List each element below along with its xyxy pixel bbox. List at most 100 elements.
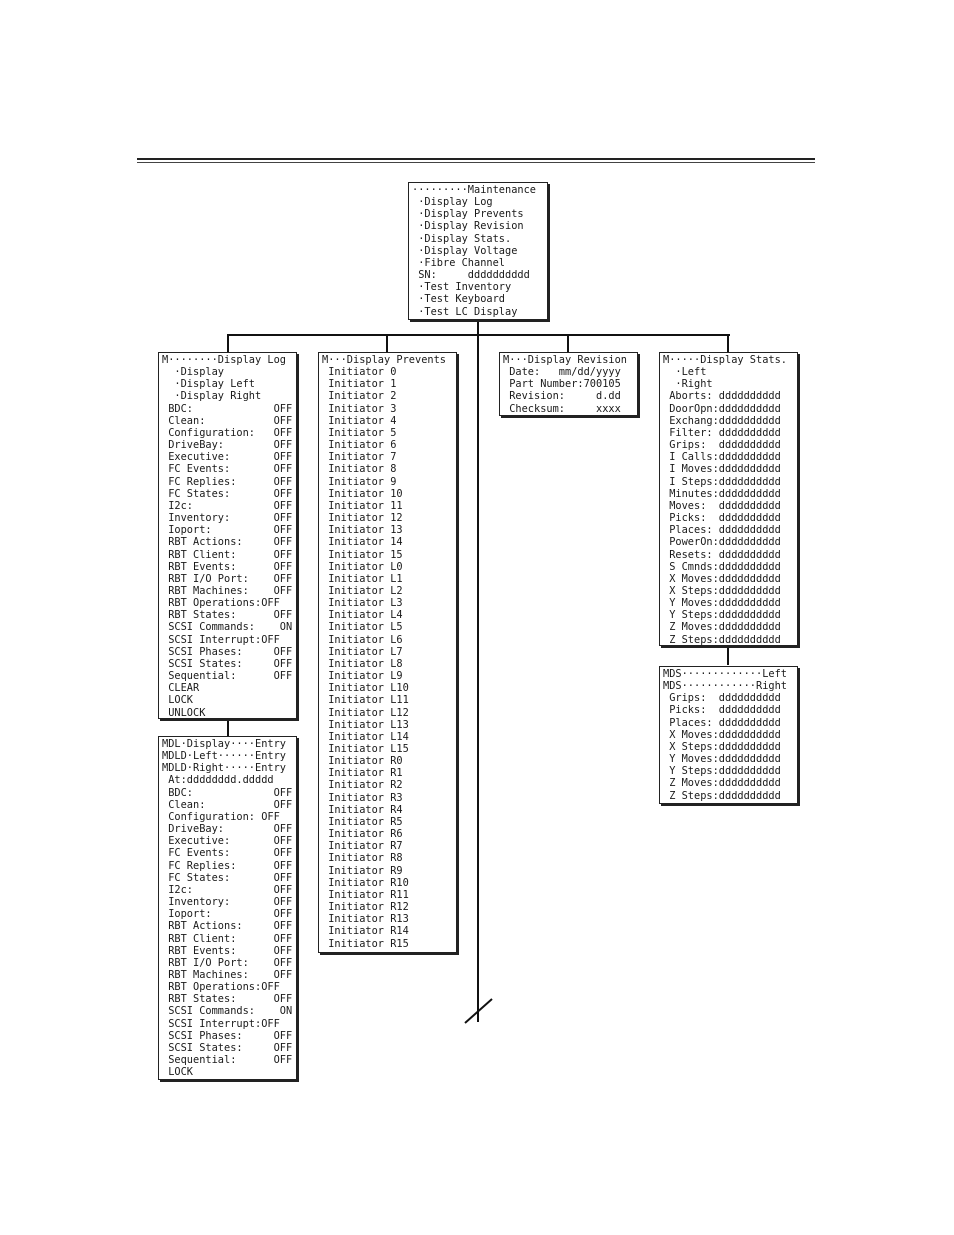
menu-line: Initiator 11 (322, 499, 403, 512)
menu-line: Initiator R9 (322, 864, 403, 877)
menu-line: Initiator 5 (322, 426, 397, 439)
header-rule-thick (137, 158, 815, 160)
menu-line: MDS············Right (663, 680, 787, 693)
menu-line: Revision: d.dd (503, 390, 621, 403)
menu-line: RBT Events: OFF (162, 560, 293, 573)
menu-line: RBT Operations:OFF (162, 981, 280, 994)
menu-line: Initiator 12 (322, 512, 403, 525)
menu-line: Moves: dddddddddd (663, 499, 781, 512)
menu-line: Initiator R4 (322, 803, 403, 816)
menu-line: SN: dddddddddd (412, 269, 530, 282)
menu-line: Initiator R6 (322, 828, 403, 841)
menu-line: Initiator R3 (322, 791, 403, 804)
menu-line: Sequential: OFF (162, 670, 293, 683)
menu-line: Initiator L12 (322, 706, 409, 719)
menu-line: Grips: dddddddddd (663, 692, 781, 705)
menu-line: Initiator L9 (322, 670, 403, 683)
menu-line: FC States: OFF (162, 871, 293, 884)
menu-line: CLEAR (162, 682, 200, 695)
menu-line: ·Display Stats. (412, 232, 512, 245)
menu-line: RBT Operations:OFF (162, 597, 280, 610)
connector-log-to-mdl (227, 718, 229, 736)
menu-line: UNLOCK (162, 706, 206, 719)
menu-line: X Moves:dddddddddd (663, 572, 781, 585)
menu-line: Picks: dddddddddd (663, 512, 781, 525)
menu-line: I Calls:dddddddddd (663, 451, 781, 464)
connector-to-display-revision (567, 334, 569, 352)
menu-line: ·Test Inventory (412, 281, 512, 294)
menu-line: Initiator 10 (322, 487, 403, 500)
menu-line: ·Display Revision (412, 220, 524, 233)
menu-line: DoorOpn:dddddddddd (663, 402, 781, 415)
menu-line: I2c: OFF (162, 883, 293, 896)
menu-line: BDC: OFF (162, 402, 293, 415)
menu-line: FC Replies: OFF (162, 859, 293, 872)
menu-line: Initiator R0 (322, 755, 403, 768)
connector-maintenance-down (477, 320, 479, 335)
menu-line: LOCK (162, 1066, 193, 1079)
menu-line: MDLD·Left······Entry (162, 750, 286, 763)
menu-line: Clean: OFF (162, 414, 293, 427)
menu-line: M·····Display Stats. (663, 354, 787, 366)
menu-line: LOCK (162, 694, 193, 707)
menu-line: Date: mm/dd/yyyy (503, 366, 621, 379)
menu-line: SCSI Commands: ON (162, 621, 293, 634)
display-stats-box: M·····Display Stats. ·Left ·Right Aborts… (659, 352, 798, 646)
menu-line: Initiator 14 (322, 536, 403, 549)
menu-line: Inventory: OFF (162, 512, 293, 525)
menu-line: ·········Maintenance (412, 184, 536, 196)
menu-line: Z Steps:dddddddddd (663, 633, 781, 646)
menu-line: Initiator L11 (322, 694, 409, 707)
menu-line: FC States: OFF (162, 487, 293, 500)
menu-line: RBT I/O Port: OFF (162, 572, 293, 585)
menu-line: Clean: OFF (162, 798, 293, 811)
menu-line: Filter: dddddddddd (663, 426, 781, 439)
menu-line: ·Right (663, 378, 713, 391)
menu-line: Initiator L6 (322, 633, 403, 646)
menu-line: Initiator L7 (322, 645, 403, 658)
menu-line: FC Replies: OFF (162, 475, 293, 488)
connector-stats-to-mds (727, 645, 729, 665)
break-slash (464, 998, 493, 1024)
menu-line: Initiator 4 (322, 414, 397, 427)
menu-line: Initiator L8 (322, 657, 403, 670)
menu-line: Initiator L10 (322, 682, 409, 695)
menu-line: MDLD·Right·····Entry (162, 762, 286, 775)
menu-line: Minutes:dddddddddd (663, 487, 781, 500)
menu-line: RBT Actions: OFF (162, 920, 293, 933)
menu-line: PowerOn:dddddddddd (663, 536, 781, 549)
continuation-break-mark (464, 998, 493, 1024)
menu-line: Grips: dddddddddd (663, 439, 781, 452)
display-log-box: M········Display Log ·Display ·Display L… (158, 352, 297, 719)
menu-line: RBT Machines: OFF (162, 968, 293, 981)
menu-line: Ioport: OFF (162, 524, 293, 537)
menu-line: Initiator R7 (322, 840, 403, 853)
menu-line: Initiator 1 (322, 378, 397, 391)
menu-line: MDL·Display····Entry (162, 738, 286, 750)
menu-line: M···Display Revision (503, 354, 627, 366)
menu-line: Z Steps:dddddddddd (663, 789, 781, 802)
menu-line: SCSI Interrupt:OFF (162, 1017, 280, 1030)
menu-line: Initiator 6 (322, 439, 397, 452)
menu-line: Executive: OFF (162, 451, 293, 464)
menu-line: MDS·············Left (663, 668, 787, 680)
menu-line: ·Test Keyboard (412, 293, 505, 306)
menu-line: RBT Events: OFF (162, 944, 293, 957)
menu-line: ·Display (162, 366, 224, 379)
menu-line: Executive: OFF (162, 835, 293, 848)
menu-line: X Steps:dddddddddd (663, 584, 781, 597)
menu-line: Places: dddddddddd (663, 524, 781, 537)
menu-line: Z Moves:dddddddddd (663, 777, 781, 790)
header-rule-thin (137, 162, 815, 163)
menu-line: RBT States: OFF (162, 993, 293, 1006)
menu-line: Initiator R15 (322, 937, 409, 950)
menu-line: I Steps:dddddddddd (663, 475, 781, 488)
menu-line: Initiator R10 (322, 876, 409, 889)
menu-line: Initiator R12 (322, 901, 409, 914)
menu-line: Places: dddddddddd (663, 716, 781, 729)
menu-line: RBT Client: OFF (162, 932, 293, 945)
menu-line: RBT States: OFF (162, 609, 293, 622)
menu-line: Initiator R13 (322, 913, 409, 926)
